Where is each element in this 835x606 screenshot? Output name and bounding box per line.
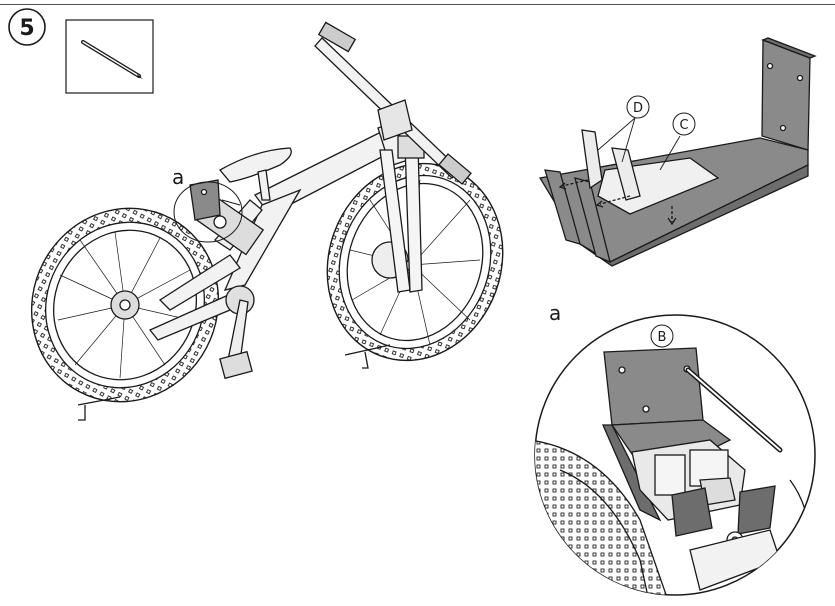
wall-bracket-isometric: [538, 37, 817, 267]
detail-reference-label: a: [172, 165, 184, 189]
detail-reference-circle: [173, 181, 243, 243]
top-divider-line: [0, 4, 835, 5]
rear-wheel: [30, 207, 220, 403]
callout-c: C: [672, 112, 696, 136]
hex-key-tool-icon: [81, 40, 143, 79]
detail-view-title: a: [549, 301, 561, 325]
tool-box: [65, 19, 154, 94]
hex-key-in-use-icon: [685, 367, 783, 453]
bicycle: [30, 21, 504, 421]
saddle: [219, 147, 292, 201]
callout-b: B: [650, 324, 674, 348]
crankset: [219, 285, 255, 380]
step-number-badge: 5: [8, 8, 46, 46]
callout-c-label: C: [679, 118, 688, 133]
callout-d-label: D: [633, 101, 643, 116]
mounted-wall-bracket: [189, 179, 221, 221]
callout-b-label: B: [658, 330, 667, 345]
detail-view: [534, 314, 816, 596]
step-number: 5: [19, 16, 34, 41]
handlebar: [314, 21, 472, 185]
callout-d: D: [626, 95, 650, 119]
